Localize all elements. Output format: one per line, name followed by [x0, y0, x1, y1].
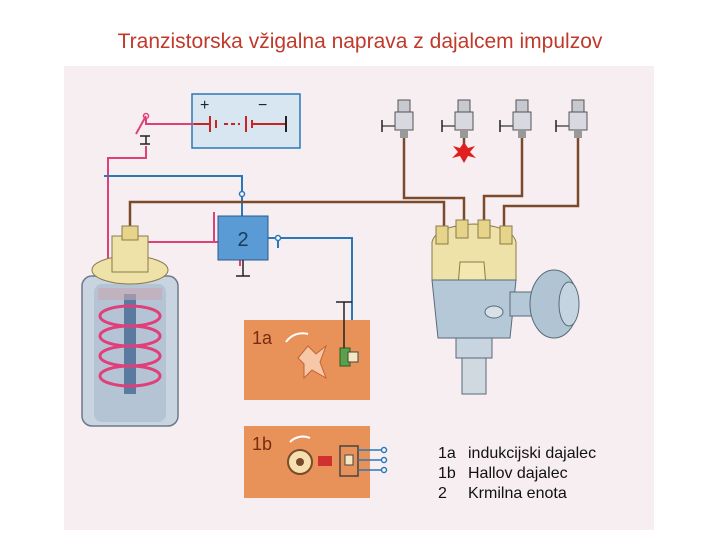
legend: 1a indukcijski dajalec 1b Hallov dajalec…	[438, 445, 596, 502]
page-title: Tranzistorska vžigalna naprava z dajalce…	[117, 30, 603, 53]
battery-plus: +	[200, 97, 209, 114]
legend-text: indukcijski dajalec	[468, 445, 596, 462]
spark-plug-4	[555, 99, 588, 138]
legend-text: Krmilna enota	[468, 485, 567, 502]
legend-key: 2	[438, 485, 447, 502]
sensor-hall-label: 1b	[252, 434, 272, 454]
legend-key: 1a	[438, 445, 456, 462]
spark-plugs	[381, 99, 588, 163]
spark-plug-3	[499, 99, 532, 138]
ignition-switch	[135, 112, 194, 145]
hall-terminals	[358, 446, 388, 474]
spark-icon	[452, 142, 476, 163]
legend-text: Hallov dajalec	[468, 465, 568, 482]
battery: + −	[191, 93, 301, 149]
ignition-coil	[81, 225, 179, 427]
sensor-inductive-panel: 1a	[244, 301, 370, 400]
control-unit: 2	[217, 190, 282, 277]
spark-plug-1	[381, 99, 414, 138]
spark-plug-2	[441, 99, 474, 138]
legend-key: 1b	[438, 465, 456, 482]
sensor-inductive-label: 1a	[252, 328, 273, 348]
ignition-diagram: + −	[64, 66, 654, 530]
battery-minus: −	[258, 97, 267, 114]
blue-wires	[104, 175, 353, 322]
control-unit-label: 2	[237, 229, 248, 251]
distributor	[431, 219, 580, 395]
sensor-hall-panel: 1b	[244, 426, 370, 498]
